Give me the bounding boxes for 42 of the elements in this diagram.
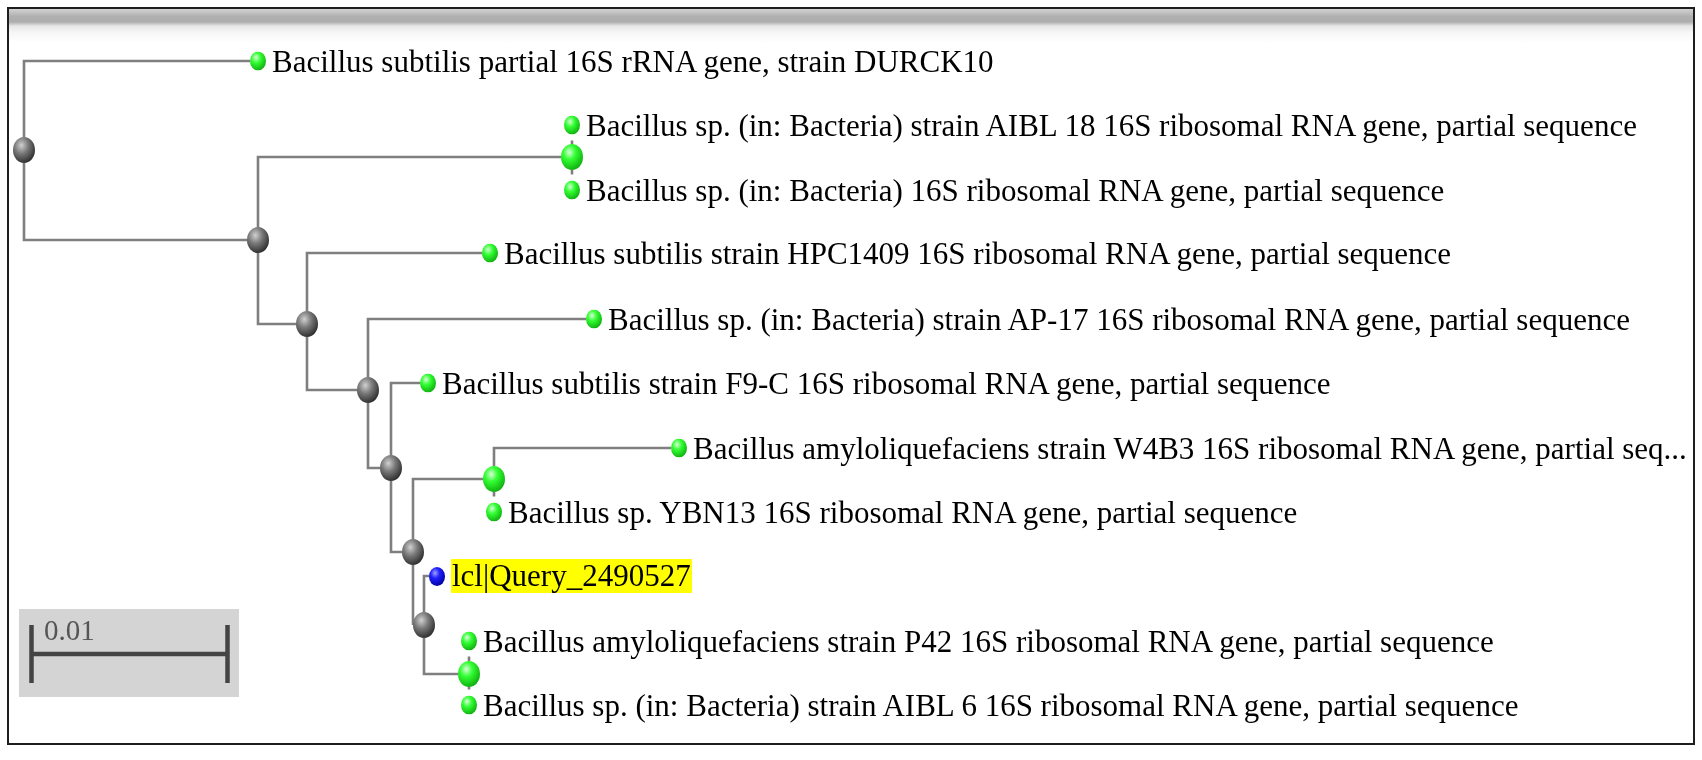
branch-line [492,446,671,466]
branch-node-icon [380,455,402,481]
branch-line [22,59,250,137]
branch-line [256,253,296,326]
highlighted-query-label: lcl|Query_2490527 [451,559,692,593]
branch-node-icon [296,311,318,337]
branch-line [305,251,482,311]
taxon-label: Bacillus sp. (in: Bacteria) strain AIBL 18 16S ribosomal RNA gene, partial sequence [586,109,1637,141]
branch-line [411,565,415,627]
branch-line [422,574,429,612]
scale-value: 0.01 [44,616,95,645]
taxon-label: Bacillus subtilis strain F9-C 16S ribosomal RNA gene, partial sequence [442,367,1331,399]
branch-line [467,656,471,661]
branch-line [411,477,483,539]
branch-node-icon [458,661,480,687]
branch-line [389,381,420,455]
branch-line [366,403,380,470]
branch-line [366,317,586,377]
branch-line [492,492,496,497]
branch-node-icon [413,612,435,638]
branch-node-icon [247,227,269,253]
branch-node-icon [13,137,35,163]
branch-node-icon [357,377,379,403]
taxon-label: Bacillus amyloliquefaciens strain P42 16S ribosomal RNA gene, partial sequence [483,625,1494,657]
taxon-label: Bacillus sp. (in: Bacteria) 16S ribosomal RNA gene, partial sequence [586,174,1445,206]
taxon-label: Bacillus amyloliquefaciens strain W4B3 16S ribosomal RNA gene, partial seq... [693,432,1687,464]
branch-line [305,337,357,392]
taxon-label: Bacillus sp. (in: Bacteria) strain AP-17 16S ribosomal RNA gene, partial sequence [608,303,1630,335]
branch-node-icon [561,144,583,170]
taxon-label: Bacillus sp. YBN13 16S ribosomal RNA gene, partial sequence [508,496,1298,528]
branch-line [422,638,458,676]
branch-node-icon [483,466,505,492]
taxon-label: Bacillus sp. (in: Bacteria) strain AIBL 6 16S ribosomal RNA gene, partial sequence [483,689,1519,721]
branch-line [467,687,471,690]
branch-line [256,155,561,227]
branch-node-icon [402,539,424,565]
branch-line [570,140,574,144]
branch-line [389,481,402,554]
taxon-label: Bacillus subtilis strain HPC1409 16S ribosomal RNA gene, partial sequence [504,237,1452,269]
branch-line [570,170,574,175]
taxon-label: Bacillus subtilis partial 16S rRNA gene, strain DURCK10 [272,45,994,77]
branch-line [22,163,247,242]
